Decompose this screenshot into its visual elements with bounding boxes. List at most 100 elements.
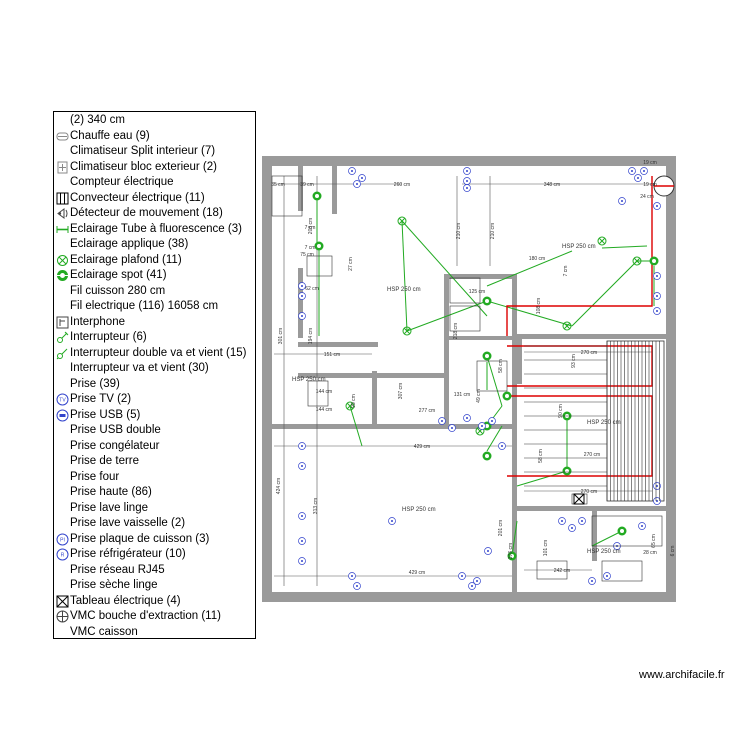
ceiling-light-icon <box>402 326 412 336</box>
sanitary-fixture <box>476 360 508 392</box>
legend-item-label: Eclairage applique (38) <box>70 238 189 250</box>
legend-item-label: Prise réfrigérateur (10) <box>70 548 186 560</box>
legend-item-label: Prise réseau RJ45 <box>70 563 165 576</box>
outlet-icon <box>463 177 471 185</box>
tv-outlet-icon: TV <box>56 393 69 406</box>
water-heater-icon <box>56 132 69 140</box>
spot-light-icon <box>482 451 492 461</box>
fridge-outlet-icon: R <box>56 548 69 561</box>
legend-item: Tableau électrique (4) <box>54 594 254 609</box>
legend-item: Prise lave vaisselle (2) <box>54 516 254 531</box>
outlet-icon <box>634 174 642 182</box>
legend-item: Prise sèche linge <box>54 578 254 593</box>
electrical-wires <box>316 196 655 557</box>
electrical-panel-icon <box>573 493 585 505</box>
dimension-label: 99 cm <box>351 394 357 408</box>
svg-text:PI: PI <box>60 537 65 543</box>
dimension-label: 194 cm <box>308 328 314 344</box>
legend-item-label: Fil electrique (116) 16058 cm <box>70 300 219 312</box>
dimension-label: 203 cm <box>308 218 314 234</box>
electrical-panel-icon <box>56 595 69 607</box>
dimension-label: 144 cm <box>316 407 332 413</box>
outlet-icon <box>653 482 661 490</box>
legend-item: Prise (39) <box>54 377 254 392</box>
dimension-label: 75 cm <box>300 252 314 258</box>
legend-item: Prise USB (5) <box>54 408 254 423</box>
dimension-label: 7 cm <box>305 245 316 251</box>
legend-item-label: Détecteur de mouvement (18) <box>70 207 223 219</box>
outlet-icon <box>458 572 466 580</box>
wire-segment <box>349 405 363 447</box>
legend-item-label: Fil cuisson 280 cm <box>70 284 166 297</box>
outlet-icon <box>488 417 496 425</box>
dimension-label: 144 cm <box>316 389 332 395</box>
legend-item: VMC bouche d'extraction (11) <box>54 609 254 624</box>
legend-item-label: Interrupteur double va et vient (15) <box>70 346 247 359</box>
room-label: HSP 250 cm <box>402 507 436 513</box>
spot-light-icon <box>502 391 512 401</box>
dimension-label: 39 cm <box>300 182 314 188</box>
outlet-icon <box>348 167 356 175</box>
outlet-icon <box>298 512 306 520</box>
wire-segment <box>486 425 503 452</box>
watermark: www.archifacile.fr <box>639 669 725 681</box>
convector-icon <box>56 192 69 204</box>
dimension-label: 210 cm <box>490 223 496 239</box>
outlet-icon <box>448 424 456 432</box>
sanitary-fixture <box>306 255 333 277</box>
switch-icon <box>57 331 69 343</box>
legend-item: Prise four <box>54 470 254 485</box>
legend-item-label: Prise de terre <box>70 455 140 467</box>
spot-light-icon <box>314 241 324 251</box>
outlet-icon <box>653 292 661 300</box>
dimension-label: 19 cm <box>643 160 657 166</box>
dimension-label: 180 cm <box>529 256 545 262</box>
legend-item-label: Prise USB double <box>70 424 161 436</box>
red-wire <box>506 176 653 477</box>
ceiling-light-icon <box>632 256 642 266</box>
dimension-label: 270 cm <box>581 489 597 495</box>
legend-item-label: Prise haute (86) <box>70 486 152 498</box>
dimension-label: 348 cm <box>544 182 560 188</box>
dimension-label: 376 cm <box>508 543 514 559</box>
legend-item-label: (2) 340 cm <box>70 114 125 126</box>
legend-item: Climatiseur Split interieur (7) <box>54 144 254 159</box>
wire-segment <box>486 300 573 327</box>
spot-light-icon <box>617 526 627 536</box>
legend-item-label: Prise sèche linge <box>70 579 158 591</box>
dimension-label: 93 cm <box>571 354 577 368</box>
legend-item: Fil electrique (116) 16058 cm <box>54 299 254 314</box>
room-label: HSP 250 cm <box>587 549 621 555</box>
outlet-icon <box>298 312 306 320</box>
dimension-label: 131 cm <box>454 392 470 398</box>
outlet-icon <box>498 442 506 450</box>
wire-segment <box>486 355 503 407</box>
legend-item-label: Climatiseur Split interieur (7) <box>70 145 216 157</box>
intercom-icon <box>56 316 69 328</box>
outlet-icon <box>484 547 492 555</box>
room-label: HSP 250 cm <box>562 244 596 250</box>
legend-item-label: Eclairage Tube à fluorescence (3) <box>70 222 242 235</box>
legend-item: VMC caisson <box>54 625 254 640</box>
outlet-icon <box>353 180 361 188</box>
dimension-label: 28 cm <box>643 550 657 556</box>
dimension-label: 151 cm <box>324 352 340 358</box>
legend-item: Détecteur de mouvement (18) <box>54 206 254 221</box>
legend-item: Convecteur électrique (11) <box>54 191 254 206</box>
outlet-icon <box>468 582 476 590</box>
legend-item: (2) 340 cm <box>54 113 254 128</box>
sanitary-fixture <box>449 305 481 332</box>
outlet-icon <box>618 197 626 205</box>
legend-item-label: Prise (39) <box>70 377 120 390</box>
legend-item: Interrupteur double va et vient (15) <box>54 346 254 361</box>
outlet-icon <box>473 577 481 585</box>
wire-segment <box>571 260 638 327</box>
spot-light-icon <box>482 351 492 361</box>
legend-item: Interphone <box>54 315 254 330</box>
outlet-icon <box>298 442 306 450</box>
outlet-icon <box>638 522 646 530</box>
legend-item-label: VMC caisson <box>70 625 138 638</box>
